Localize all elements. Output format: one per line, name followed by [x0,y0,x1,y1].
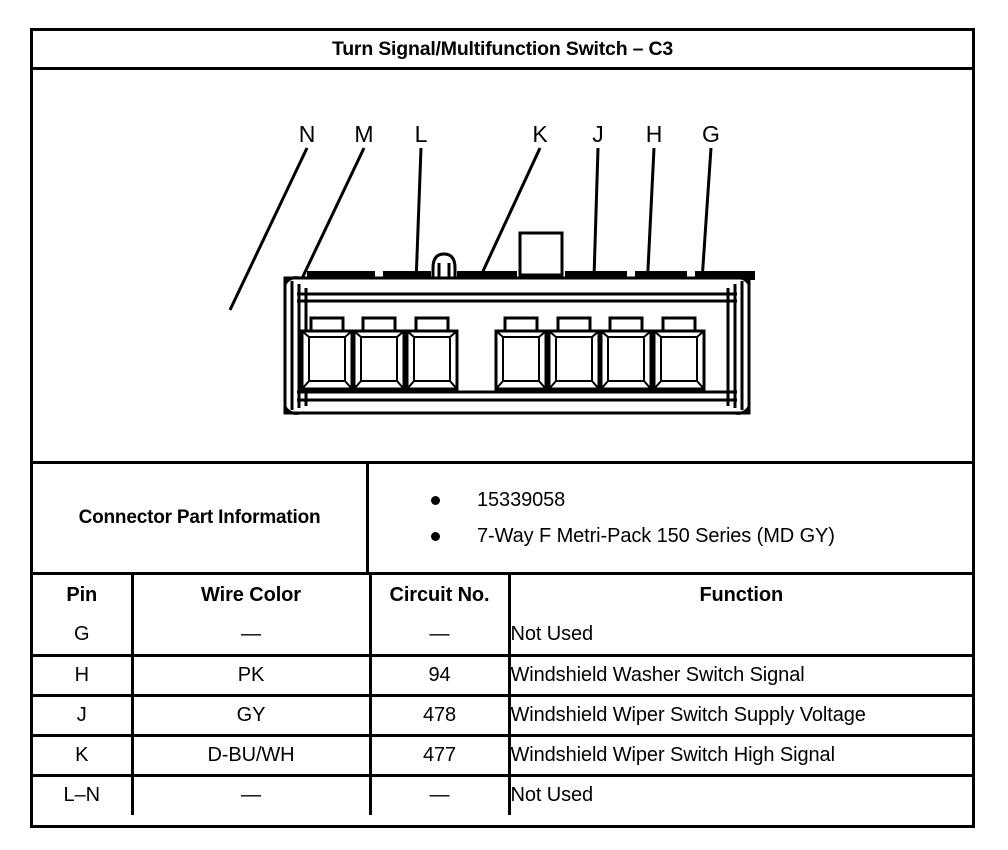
bullet-icon [431,531,440,541]
column-header-function: Function [699,583,784,606]
cell-function: Windshield Washer Switch Signal [509,655,972,697]
connector-part-information-label-cell: Connector Part Information [33,464,369,572]
cell-circuit-no: 94 [370,655,511,697]
cell-pin: K [33,735,134,777]
column-header-wire-color: Wire Color [132,575,372,615]
cell-function: Not Used [509,615,972,657]
cell-pin: G [33,615,134,657]
cavity-N [300,316,354,391]
leader-lines [228,147,713,311]
locking-tab [518,231,564,277]
connector-part-information-label: Connector Part Information [78,507,321,528]
cell-wire-color: — [132,775,372,815]
cavity-H [599,316,653,391]
connector-part-information-list: 15339058 7-Way F Metri-Pack 150 Series (… [369,464,972,572]
table-row: K D-BU/WH 477 Windshield Wiper Switch Hi… [33,735,972,777]
pin-label-J: J [592,121,604,147]
table-row: H PK 94 Windshield Washer Switch Signal [33,655,972,697]
pin-label-L: L [415,121,428,147]
table-row: J GY 478 Windshield Wiper Switch Supply … [33,695,972,737]
pin-label-M: M [354,121,373,147]
connector-illustration: N M L K J H G /* position group via tran… [33,70,972,464]
pin-label-G: G [702,121,720,147]
connector-part-information: Connector Part Information 15339058 7-Wa… [33,464,972,575]
cell-pin: L–N [33,775,134,815]
part-description: 7-Way F Metri-Pack 150 Series (MD GY) [477,524,835,547]
part-number: 15339058 [477,488,566,511]
pin-label-K: K [532,121,548,147]
column-header-circuit-no: Circuit No. [370,575,511,615]
column-header-pin: Pin [33,575,134,615]
table-header-row: Pin Wire Color Circuit No. Function [33,575,972,615]
document-frame: Turn Signal/Multifunction Switch – C3 [30,28,975,828]
cavity-M [352,316,406,391]
pin-labels: N M L K J H G [299,121,720,147]
pin-label-H: H [646,121,663,147]
bullet-icon [431,495,440,505]
top-band [307,271,755,280]
pin-table: Pin Wire Color Circuit No. Function G — … [33,575,972,815]
cell-wire-color: D-BU/WH [132,735,372,777]
cell-wire-color: GY [132,695,372,737]
cavity-J [547,316,601,391]
cell-function: Windshield Wiper Switch High Signal [509,735,972,777]
cell-circuit-no: — [370,775,511,815]
terminal-cavities [300,316,706,391]
cell-pin: J [33,695,134,737]
list-item: 15339058 [431,482,972,518]
title-bar: Turn Signal/Multifunction Switch – C3 [33,31,972,70]
pin-label-N: N [299,121,316,147]
cavity-L [405,316,459,391]
cell-circuit-no: 477 [370,735,511,777]
cavity-G [652,316,706,391]
list-item: 7-Way F Metri-Pack 150 Series (MD GY) [431,518,972,554]
connector-drawing: N M L K J H G /* position group via tran… [228,121,755,415]
cell-function: Not Used [510,784,594,807]
table-row: L–N — — Not Used [33,775,972,815]
cell-wire-color: PK [132,655,372,697]
cell-function: Windshield Wiper Switch Supply Voltage [509,695,972,737]
page-title: Turn Signal/Multifunction Switch – C3 [331,37,674,60]
table-row: G — — Not Used [33,615,972,657]
cell-circuit-no: — [370,615,511,657]
cavity-K [494,316,548,391]
cell-pin: H [33,655,134,697]
cell-circuit-no: 478 [370,695,511,737]
cell-wire-color: — [132,615,372,657]
